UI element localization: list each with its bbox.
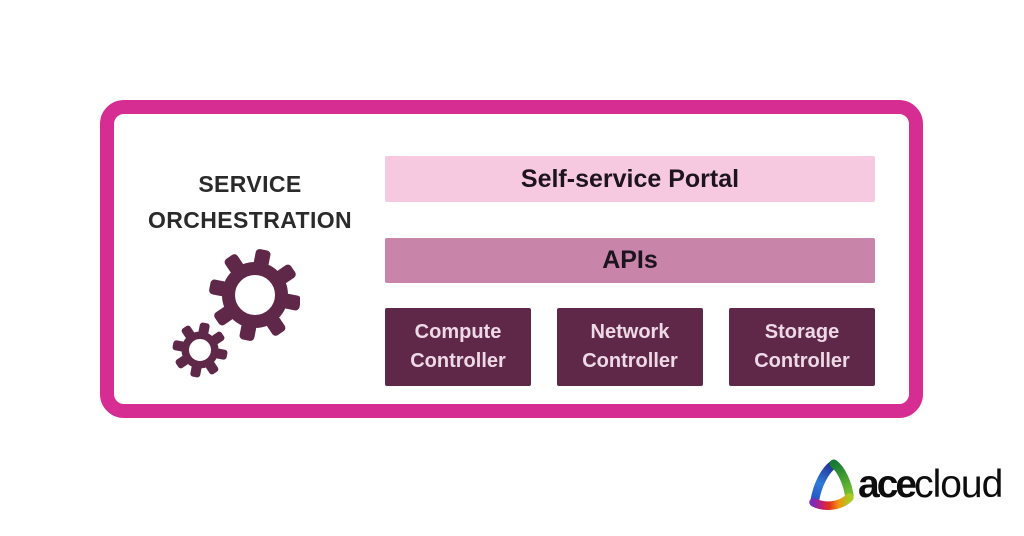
compute-controller-box: Compute Controller [385, 308, 531, 386]
network-controller-line1: Network [590, 321, 670, 343]
acecloud-logo-text: acecloud [858, 463, 1003, 507]
apis-layer: APIs [385, 238, 875, 283]
compute-controller-line1: Compute [414, 321, 502, 343]
storage-controller-line2: Controller [754, 350, 850, 372]
brand-name-ace: ace [858, 463, 917, 506]
storage-controller-line1: Storage [764, 321, 840, 343]
title-line-1: SERVICE [198, 171, 302, 197]
brand-name-cloud: cloud [914, 463, 1003, 506]
self-service-portal-layer: Self-service Portal [385, 156, 875, 202]
compute-controller-line2: Controller [410, 350, 506, 372]
network-controller-box: Network Controller [557, 308, 703, 386]
gears-icon [172, 249, 300, 378]
acecloud-triangle-logo-icon [809, 459, 854, 510]
service-orchestration-title: SERVICE ORCHESTRATION [130, 166, 370, 238]
controllers-row: Compute Controller Network Controller St… [385, 308, 875, 386]
network-controller-line2: Controller [582, 350, 678, 372]
service-orchestration-frame: SERVICE ORCHESTRATION [100, 100, 923, 418]
storage-controller-box: Storage Controller [729, 308, 875, 386]
title-line-2: ORCHESTRATION [147, 207, 353, 233]
acecloud-logo: acecloud [802, 458, 1003, 512]
